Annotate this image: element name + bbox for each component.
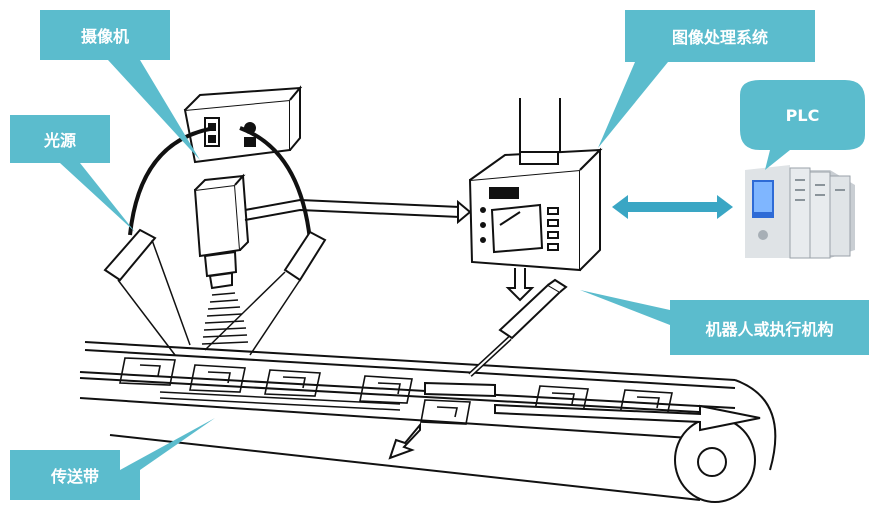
conveyor-belt-icon (79, 341, 777, 503)
camera-label: 摄像机 (80, 27, 129, 46)
callout-shapes (10, 10, 869, 500)
image-processing-system-label: 图像处理系统 (671, 28, 768, 47)
robot-arm-icon (424, 278, 568, 398)
image-processor-icon (468, 98, 603, 302)
robot-or-actuator-label: 机器人或执行机构 (705, 319, 834, 339)
camera-icon (183, 85, 472, 345)
conveyor-belt-label: 传送带 (50, 467, 99, 486)
plc-icon (745, 165, 855, 259)
communication-arrow (612, 195, 733, 219)
plc-label: PLC (785, 105, 820, 125)
light-source-label: 光源 (43, 131, 76, 150)
light-source-icon (103, 126, 327, 356)
